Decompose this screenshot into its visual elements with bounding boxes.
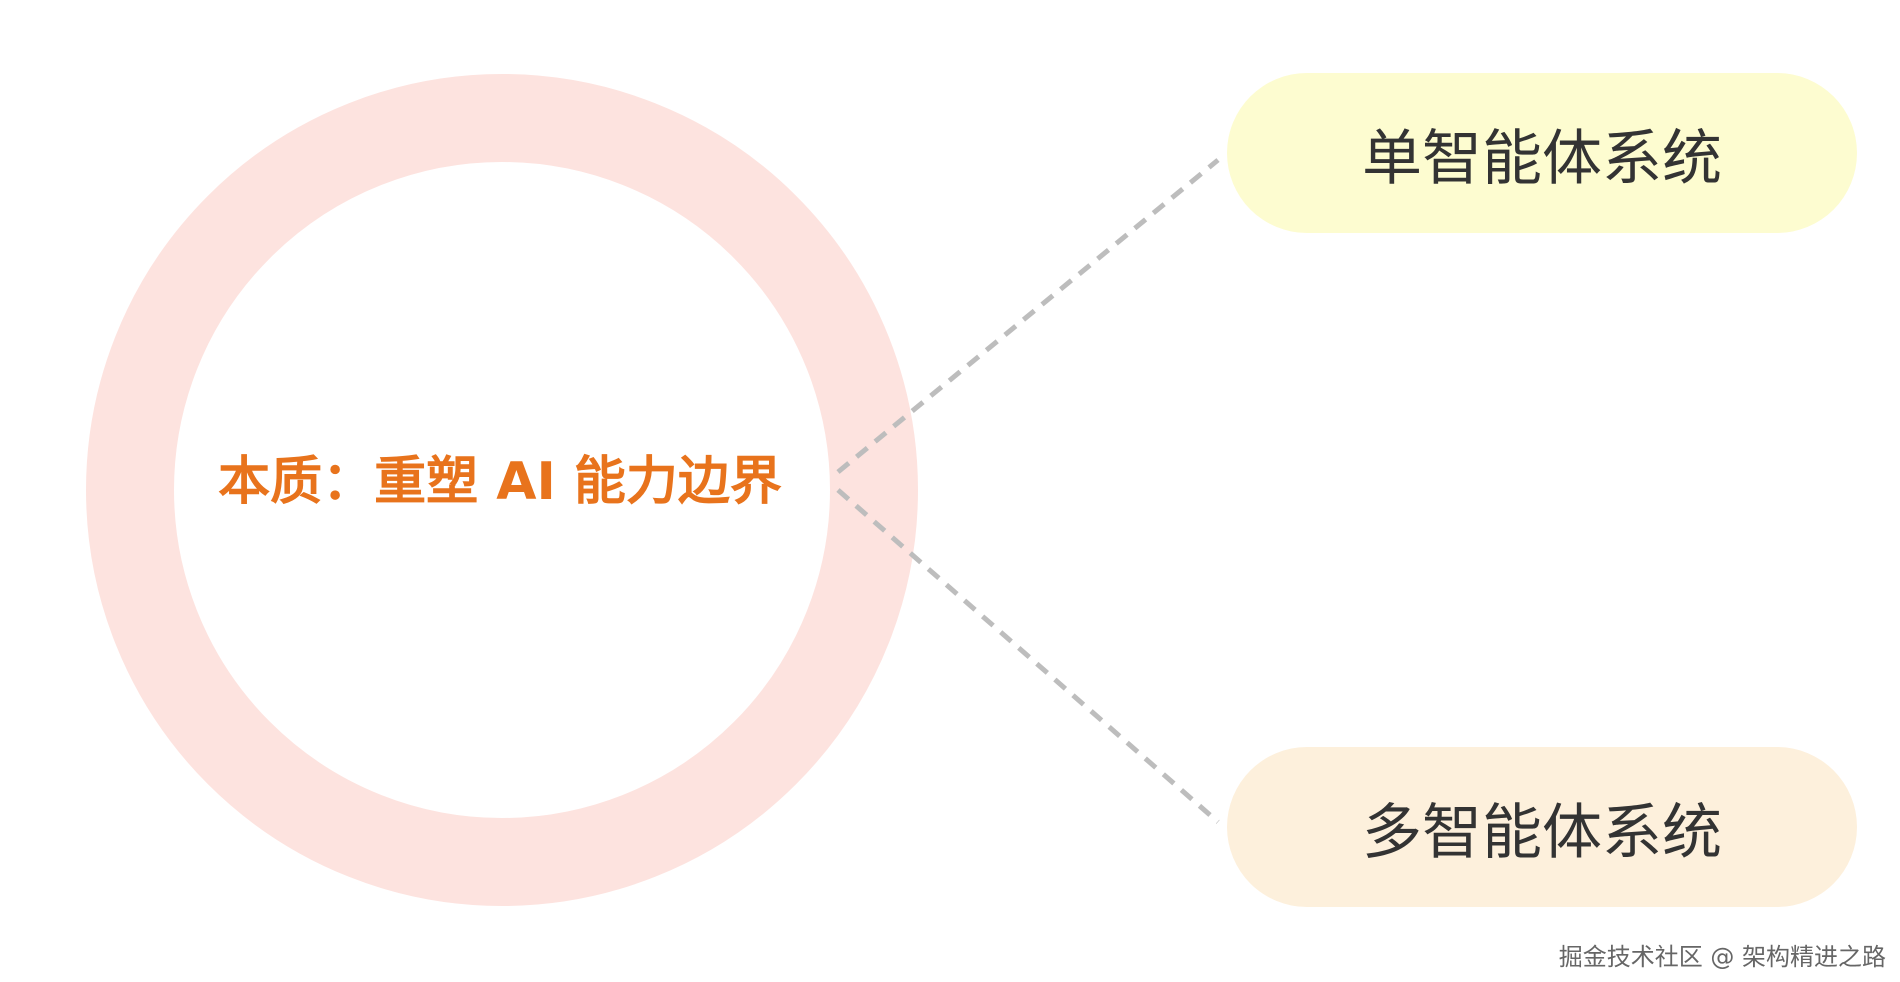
center-label: 本质：重塑 AI 能力边界	[218, 452, 782, 512]
connector-bottom	[836, 488, 1220, 824]
branch-single-agent: 单智能体系统	[1227, 73, 1857, 233]
watermark: 掘金技术社区 @ 架构精进之路	[1558, 943, 1886, 971]
branch-single-agent-label: 单智能体系统	[1362, 123, 1722, 194]
center-ring	[86, 74, 918, 906]
branch-multi-agent: 多智能体系统	[1227, 747, 1857, 907]
branch-multi-agent-label: 多智能体系统	[1362, 797, 1722, 868]
connector-top	[836, 158, 1220, 474]
